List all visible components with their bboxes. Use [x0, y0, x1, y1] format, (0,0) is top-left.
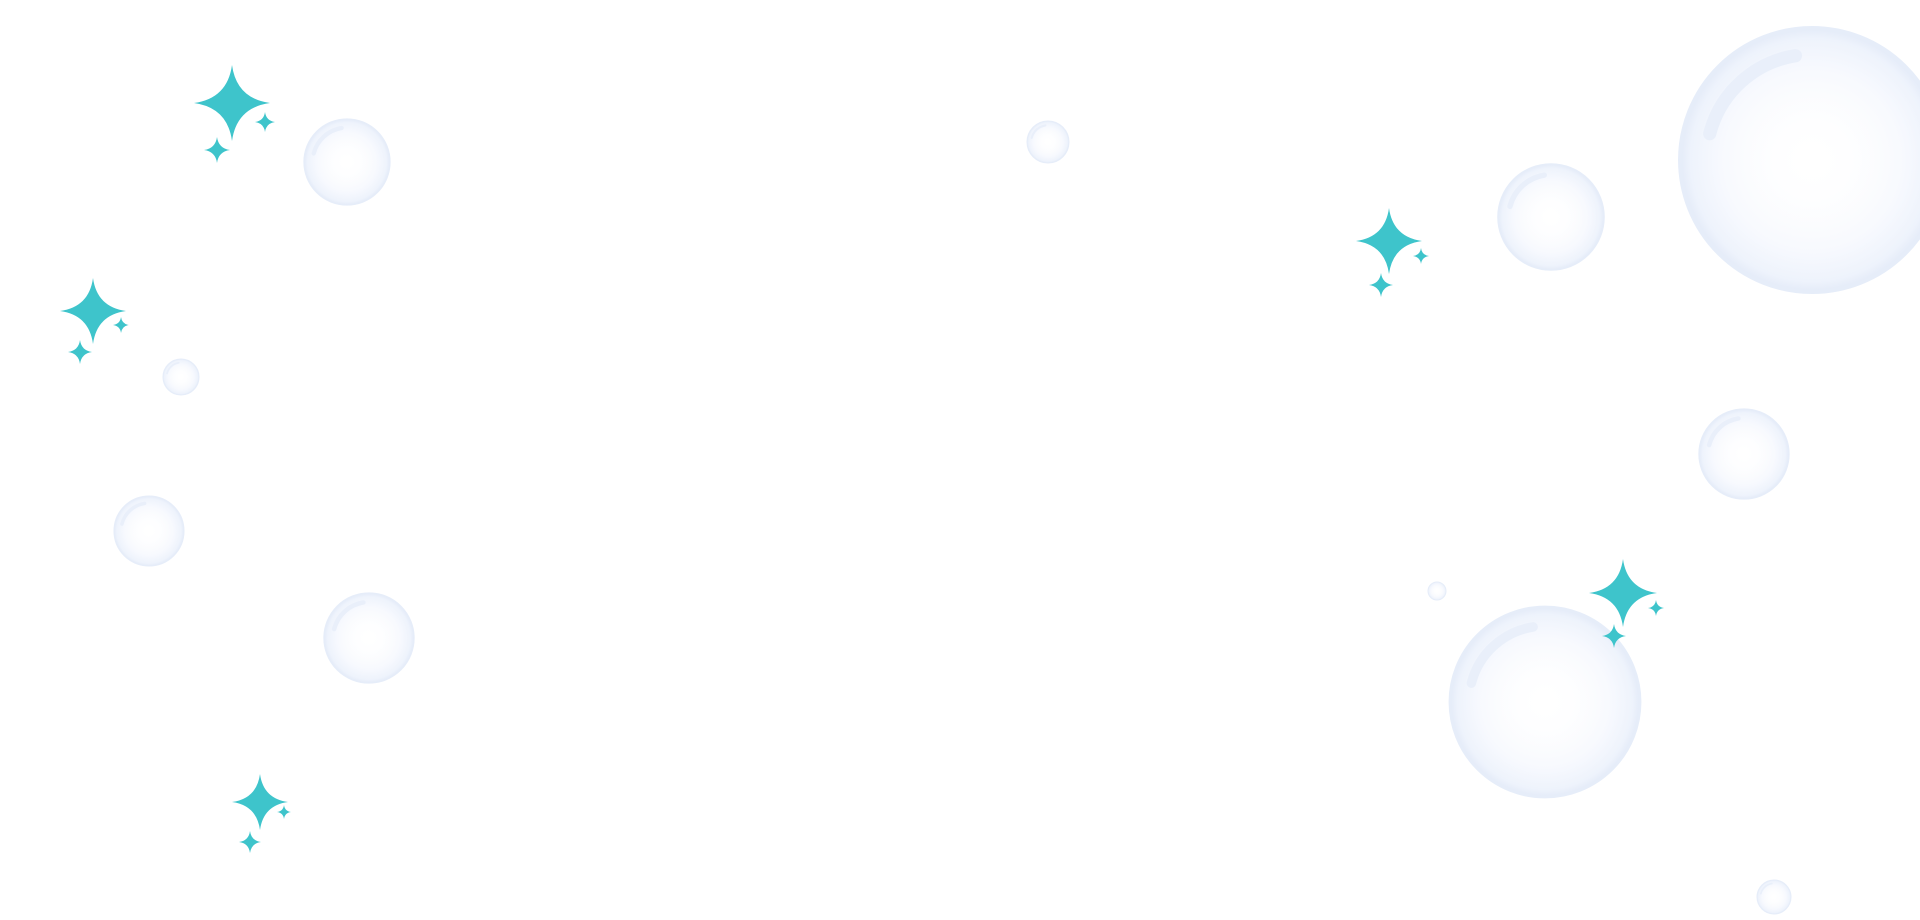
sparkle-icon — [194, 65, 270, 141]
bubble-icon — [1448, 605, 1642, 799]
sparkle-icon — [113, 317, 129, 333]
bubble-icon — [1427, 581, 1447, 601]
sparkle-icon — [255, 112, 275, 132]
bubble-icon — [1497, 163, 1605, 271]
sparkle-icon — [1356, 208, 1422, 274]
bubble-icon — [113, 495, 185, 567]
sparkle-icon — [277, 805, 291, 819]
sparkle-icon — [60, 278, 126, 344]
bubble-icon — [162, 358, 200, 396]
sparkles-layer — [60, 65, 1664, 853]
bubble-icon — [1026, 120, 1070, 164]
sparkle-icon — [1369, 273, 1393, 297]
sparkle-icon — [204, 137, 230, 163]
bubble-icon — [1698, 408, 1790, 500]
sparkle-icon — [1413, 248, 1429, 264]
bubble-icon — [303, 118, 391, 206]
bubble-icon — [1678, 26, 1920, 294]
sparkle-icon — [239, 831, 261, 853]
sparkle-icon — [68, 340, 92, 364]
sparkle-icon — [1602, 624, 1626, 648]
bubble-icon — [1756, 879, 1792, 915]
bubble-icon — [323, 592, 415, 684]
bubbles-layer — [113, 26, 1920, 915]
sparkle-icon — [1648, 600, 1664, 616]
sparkle-icon — [232, 774, 288, 830]
sparkle-icon — [1589, 559, 1657, 627]
